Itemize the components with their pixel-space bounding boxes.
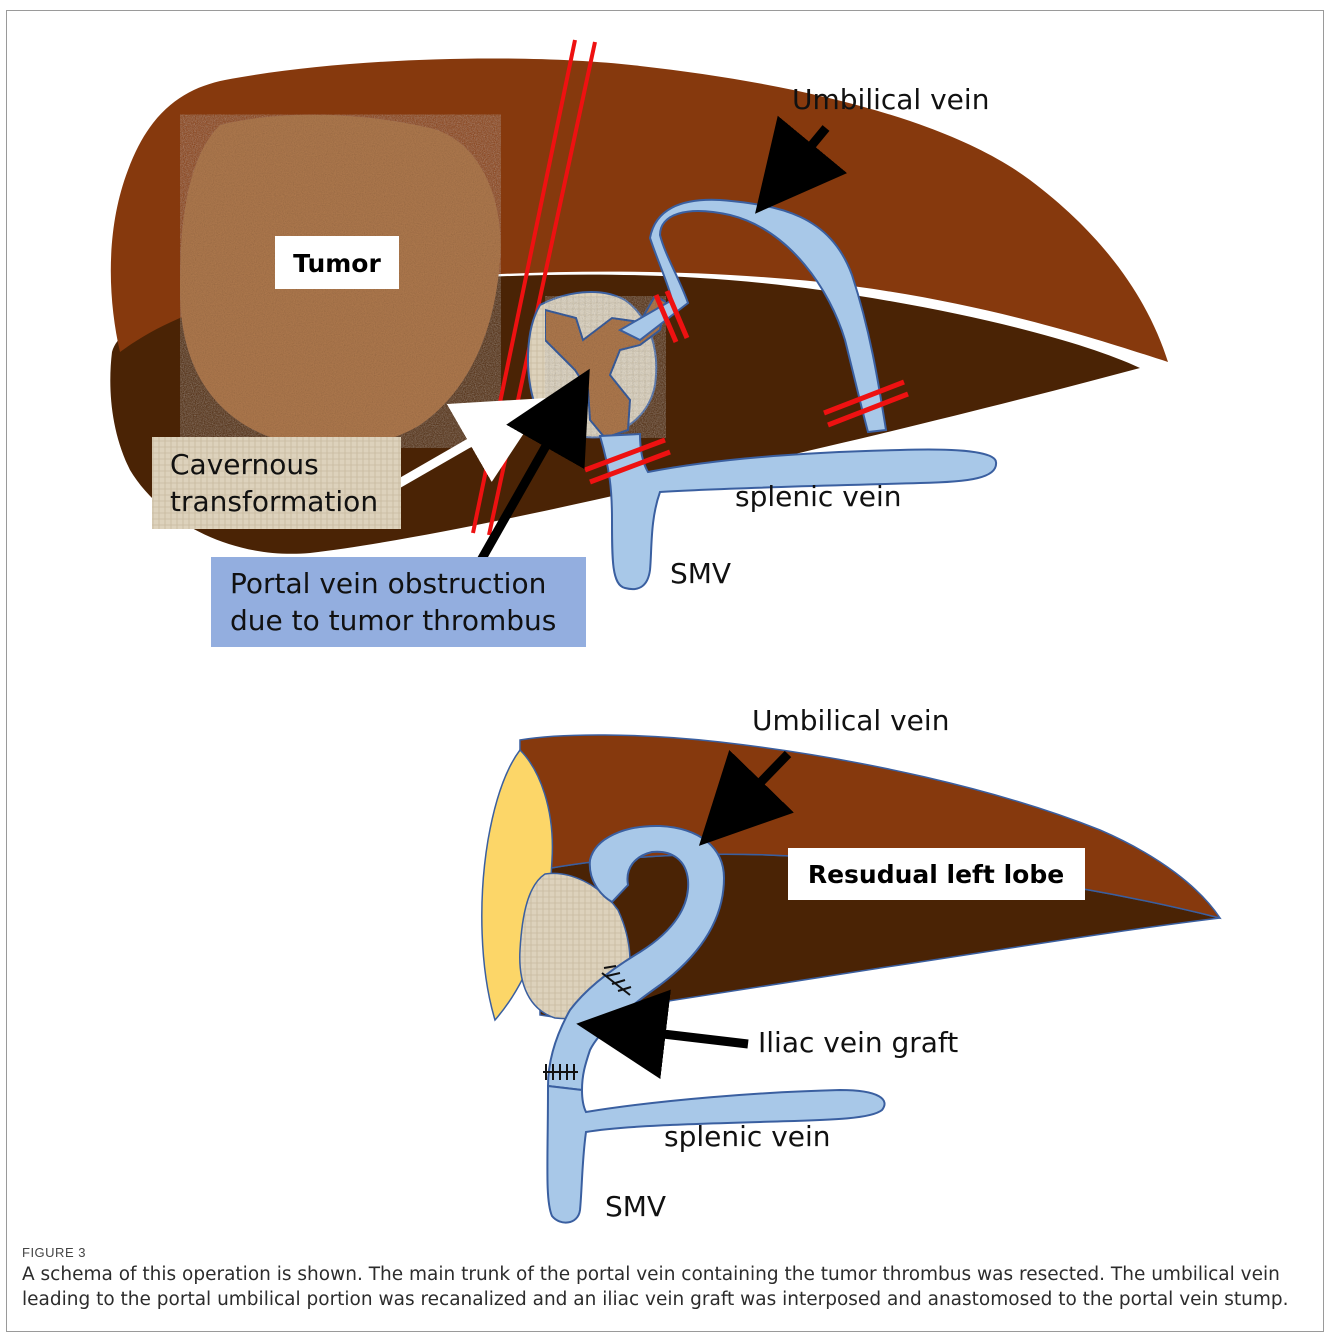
top-umbilical-vein-label: Umbilical vein	[792, 83, 989, 116]
bottom-smv-label: SMV	[605, 1190, 666, 1223]
tumor-label: Tumor	[293, 249, 381, 278]
iliac-graft-arrow	[612, 1028, 748, 1044]
bottom-smv-splenic	[547, 1086, 884, 1223]
bottom-splenic-vein-label: splenic vein	[664, 1120, 831, 1153]
cavernous-label-line1: Cavernous	[170, 448, 319, 481]
top-splenic-vein-label: splenic vein	[735, 480, 902, 513]
iliac-graft-label: Iliac vein graft	[758, 1026, 958, 1059]
cavernous-label-line2: transformation	[170, 485, 378, 518]
figure-tag: FIGURE 3	[22, 1245, 86, 1260]
obstruction-label-line2: due to tumor thrombus	[230, 604, 556, 637]
figure-caption: A schema of this operation is shown. The…	[22, 1262, 1312, 1312]
residual-lobe-label: Resudual left lobe	[808, 860, 1064, 889]
obstruction-label-line1: Portal vein obstruction	[230, 567, 546, 600]
bottom-umbilical-vein-label: Umbilical vein	[752, 704, 949, 737]
surgical-schema: Tumor Umbilical vein Cavernous transform…	[0, 0, 1331, 1260]
top-smv-label: SMV	[670, 557, 731, 590]
